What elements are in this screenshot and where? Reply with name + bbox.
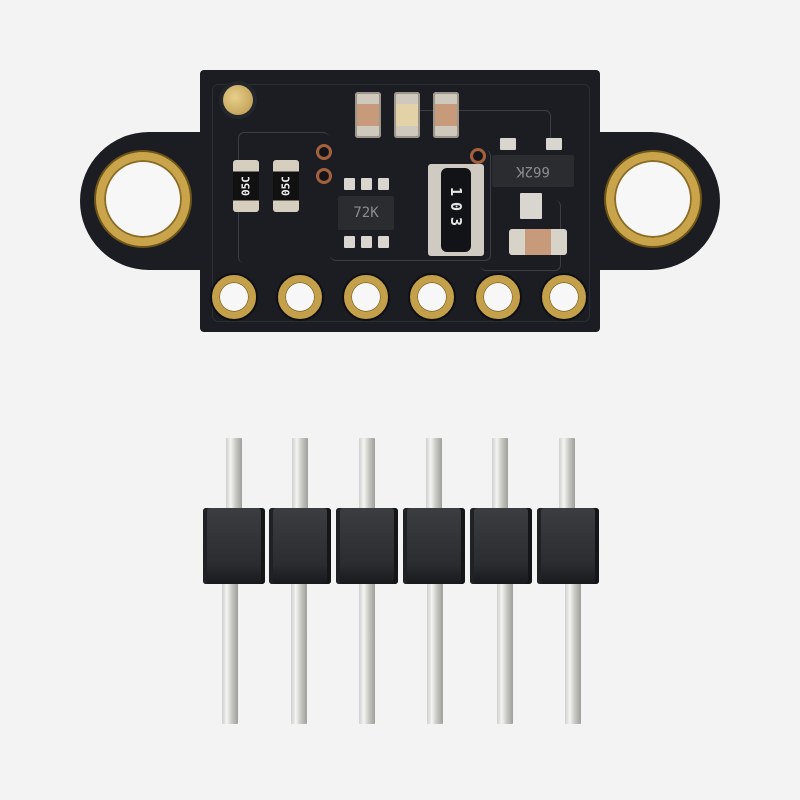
smd-capacitor (433, 92, 459, 138)
resistor-marking: 05C (279, 176, 293, 196)
ic-pin (378, 236, 389, 248)
header-pin-top (292, 438, 308, 518)
via (316, 168, 332, 184)
header-pad-6 (542, 275, 586, 319)
header-pad-3 (344, 275, 388, 319)
header-pin-top (492, 438, 508, 518)
header-housing-segment (203, 508, 265, 584)
header-pin-top (559, 438, 575, 518)
transistor-marking: 662K (516, 163, 550, 179)
transistor-pin (520, 193, 542, 219)
header-pad-2 (278, 275, 322, 319)
header-pin-top (426, 438, 442, 518)
mounting-hole-left (96, 152, 190, 246)
transistor-chip: 662K (492, 155, 574, 187)
ic-pin (361, 178, 372, 190)
ic-marking: 72K (353, 205, 379, 221)
header-housing-segment (336, 508, 398, 584)
ic-pin (378, 178, 389, 190)
resistor-array: 103 (441, 168, 471, 252)
header-housing-segment (470, 508, 532, 584)
resistor-array-marking: 103 (447, 187, 465, 233)
header-pad-4 (410, 275, 454, 319)
smd-capacitor (394, 92, 420, 138)
pcb-trace (400, 110, 551, 151)
header-pin-top (359, 438, 375, 518)
via (470, 148, 486, 164)
header-housing-segment (537, 508, 599, 584)
transistor-pin (500, 138, 516, 150)
header-pin-bottom (222, 580, 238, 724)
ic-pin (344, 236, 355, 248)
header-housing-segment (403, 508, 465, 584)
header-pin-bottom (497, 580, 513, 724)
header-pin-bottom (291, 580, 307, 724)
header-pin-bottom (427, 580, 443, 724)
transistor-pin (546, 138, 562, 150)
resistor-marking: 05C (239, 176, 253, 196)
header-pin-bottom (565, 580, 581, 724)
pcb-trace (330, 150, 491, 261)
mounting-hole-right (606, 152, 700, 246)
ic-chip: 72K (338, 196, 394, 230)
header-pin-top (226, 438, 242, 518)
test-pad (223, 85, 253, 115)
via (316, 144, 332, 160)
header-pin-bottom (359, 580, 375, 724)
smd-resistor: 05C (233, 160, 259, 212)
ic-pin (361, 236, 372, 248)
smd-resistor: 05C (273, 160, 299, 212)
header-housing-segment (269, 508, 331, 584)
smd-capacitor (509, 229, 567, 255)
header-pad-5 (476, 275, 520, 319)
pcb-edge-trace (212, 84, 590, 322)
ic-pin (344, 178, 355, 190)
smd-capacitor (355, 92, 381, 138)
header-pad-1 (212, 275, 256, 319)
